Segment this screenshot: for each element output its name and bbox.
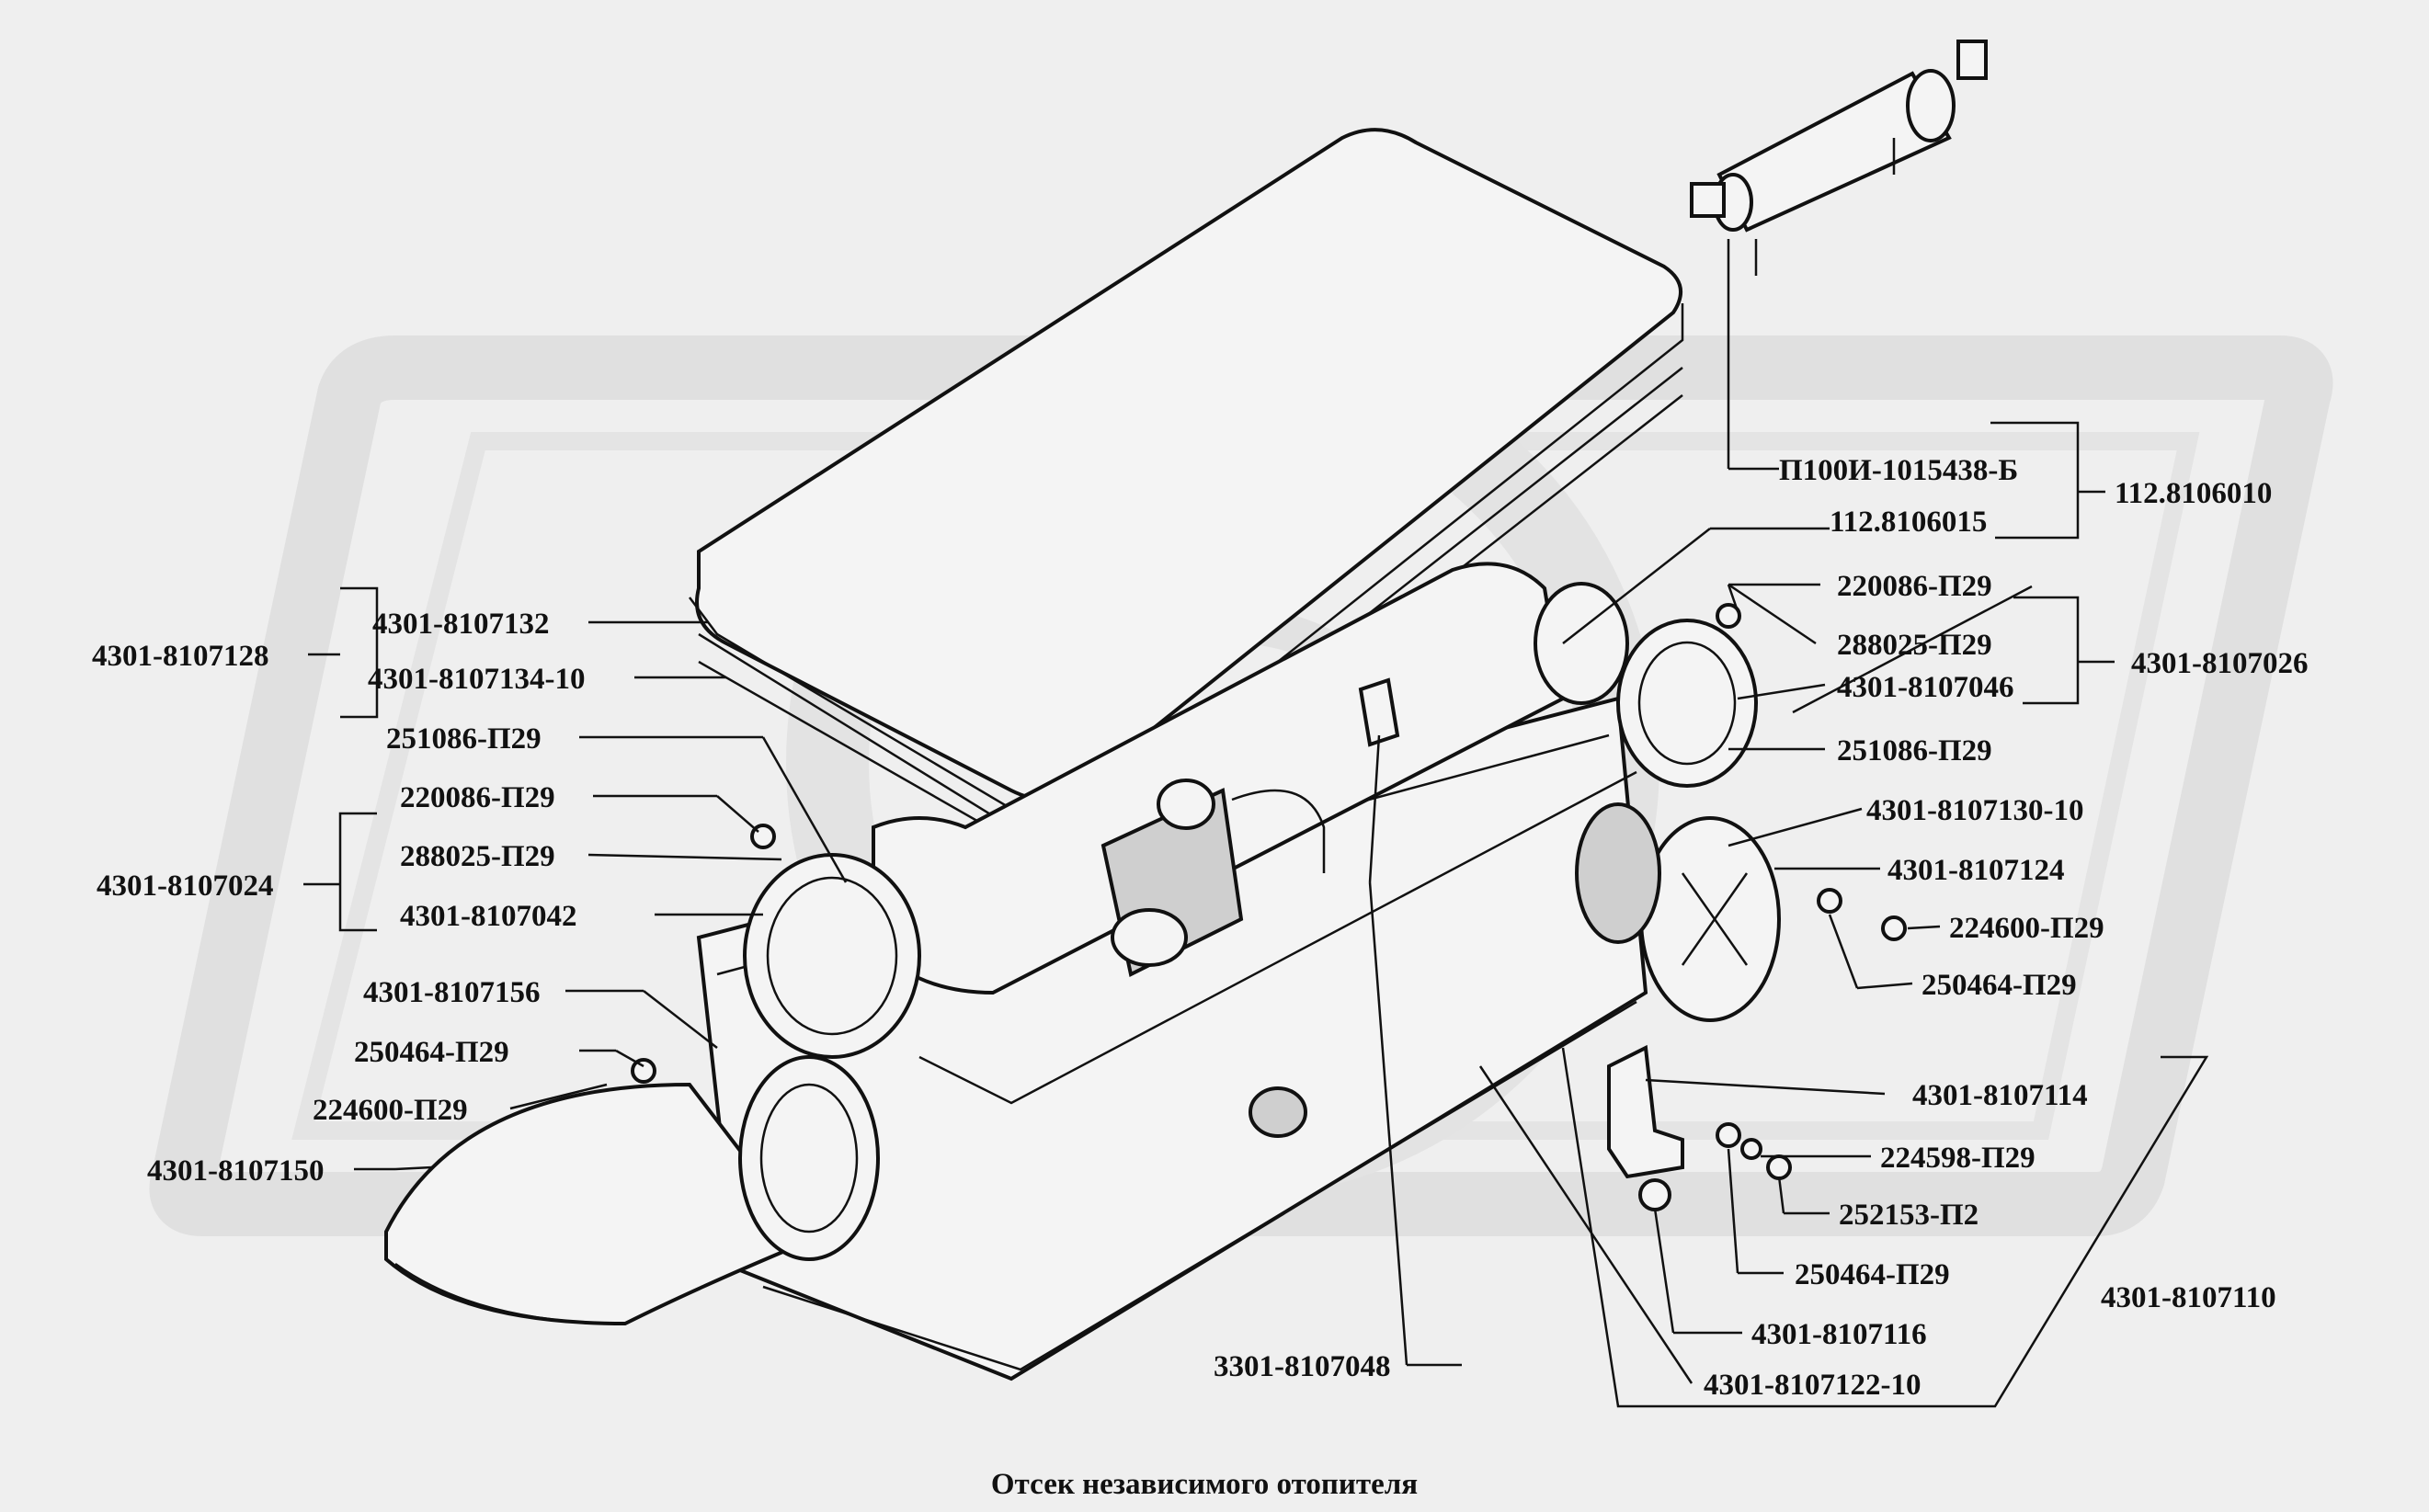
right-clamp-ring <box>1616 619 1758 788</box>
label-252153: 252153-П2 <box>1839 1199 1979 1232</box>
right-flange-cover <box>1575 802 1781 1022</box>
diagram-caption: Отсек независимого отопителя <box>991 1468 1418 1501</box>
label-220086-right: 220086-П29 <box>1837 570 1992 603</box>
label-220086-left: 220086-П29 <box>400 781 555 814</box>
compartment-lid <box>689 128 1684 838</box>
label-4301-8107130-10: 4301-8107130-10 <box>1866 794 2083 827</box>
label-p100i: П100И-1015438-Б <box>1779 454 2018 487</box>
label-250464-lower-right: 250464-П29 <box>1795 1258 1950 1291</box>
label-4301-8107046: 4301-8107046 <box>1837 671 2014 704</box>
label-4301-8107122-10: 4301-8107122-10 <box>1704 1369 1921 1402</box>
leader-lines <box>303 239 2209 1408</box>
label-250464-left: 250464-П29 <box>354 1036 509 1069</box>
label-4301-8107110: 4301-8107110 <box>2101 1281 2276 1314</box>
label-4301-8107042: 4301-8107042 <box>400 900 577 933</box>
label-4301-8107124: 4301-8107124 <box>1887 854 2065 887</box>
resistor <box>1690 40 1988 276</box>
label-224598: 224598-П29 <box>1880 1142 2036 1175</box>
label-4301-8107128: 4301-8107128 <box>92 640 269 673</box>
label-224600-left: 224600-П29 <box>313 1094 468 1127</box>
label-3301-8107048: 3301-8107048 <box>1214 1350 1391 1383</box>
label-250464-right: 250464-П29 <box>1922 969 2077 1002</box>
left-clamp-ring <box>743 853 921 1059</box>
label-224600-right: 224600-П29 <box>1949 912 2104 945</box>
label-288025-right: 288025-П29 <box>1837 629 1992 662</box>
label-4301-8107132: 4301-8107132 <box>372 608 550 641</box>
label-4301-8107150: 4301-8107150 <box>147 1154 325 1188</box>
label-112-8106015: 112.8106015 <box>1830 506 1987 539</box>
bracket <box>1607 1044 1684 1179</box>
label-4301-8107024: 4301-8107024 <box>97 870 274 903</box>
label-251086-right: 251086-П29 <box>1837 734 1992 767</box>
label-4301-8107116: 4301-8107116 <box>1751 1318 1927 1351</box>
label-288025-left: 288025-П29 <box>400 840 555 873</box>
label-4301-8107134-10: 4301-8107134-10 <box>368 663 585 696</box>
label-251086-left: 251086-П29 <box>386 722 542 756</box>
label-4301-8107114: 4301-8107114 <box>1912 1079 2088 1112</box>
part-labels: П100И-1015438-Б 112.8106010 112.8106015 … <box>92 454 2309 1402</box>
left-elbow-pipe <box>384 1055 880 1326</box>
heater-unit <box>872 562 1637 1105</box>
label-4301-8107026: 4301-8107026 <box>2131 647 2309 680</box>
label-112-8106010: 112.8106010 <box>2115 477 2272 510</box>
label-4301-8107156: 4301-8107156 <box>363 976 541 1009</box>
